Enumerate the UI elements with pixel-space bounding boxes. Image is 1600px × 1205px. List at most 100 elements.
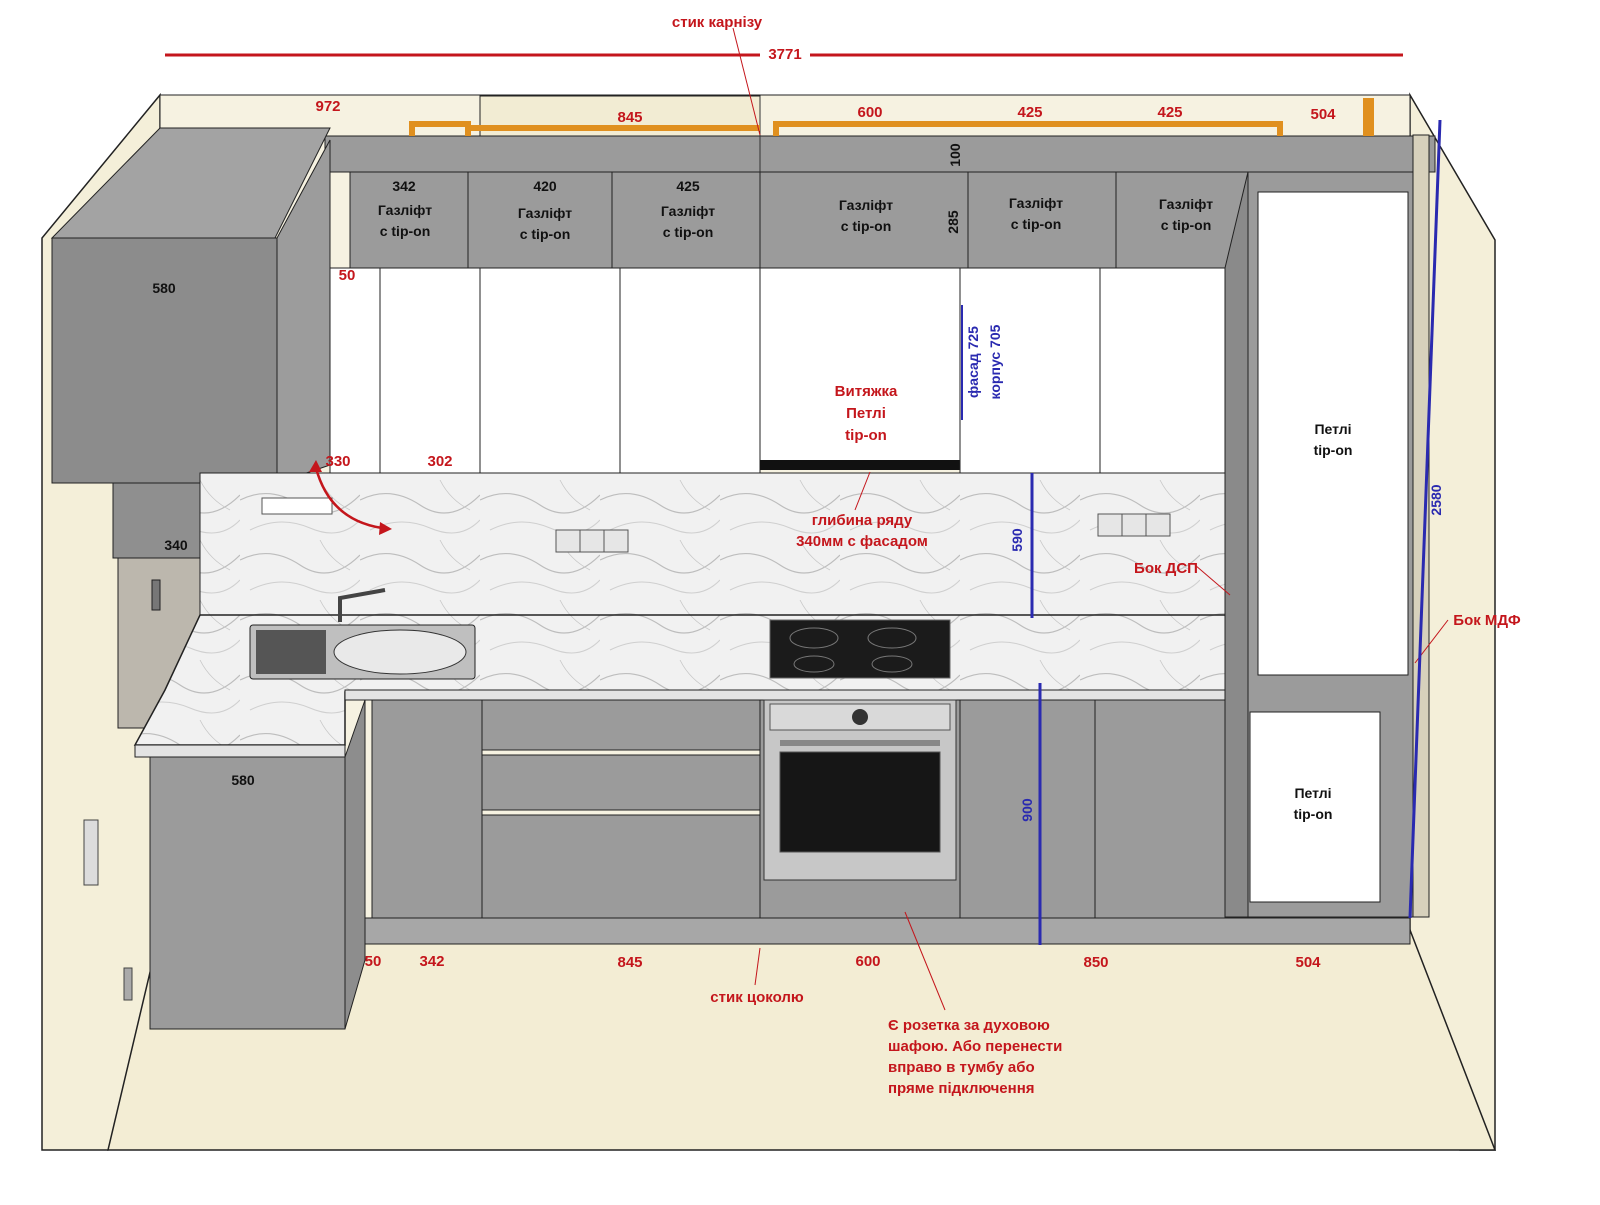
socket[interactable]: [1145, 513, 1171, 537]
socket[interactable]: [1097, 513, 1123, 537]
outlet-note: пряме підключення: [888, 1080, 1035, 1097]
tipon-label: с tip-on: [1011, 216, 1062, 232]
oven-knob[interactable]: [852, 709, 868, 725]
socket[interactable]: [603, 529, 629, 553]
chipboard-pointer: [1194, 564, 1231, 596]
oven-window: [779, 751, 941, 853]
tall-tipon-label: tip-on: [1294, 806, 1333, 822]
burner[interactable]: [871, 655, 913, 673]
cornice-joint-pointer: [732, 27, 761, 136]
swing-arrow: [314, 467, 383, 530]
facade-height-label: фасад 725: [965, 326, 981, 398]
wall-width-label: 600: [857, 104, 882, 121]
bottom-width-label: 600: [855, 953, 880, 970]
wall-width-label: 972: [315, 98, 340, 115]
mdf-side-label: Бок МДФ: [1453, 612, 1521, 629]
mezz-cabinet[interactable]: [349, 171, 469, 269]
plinth: [364, 917, 1411, 945]
wall-switch[interactable]: [123, 967, 133, 1001]
hood-strip: [760, 460, 960, 470]
tall-hinges-label: Петлі: [1314, 421, 1351, 437]
socket-group-right: [1097, 513, 1171, 537]
chipboard-side-label: Бок ДСП: [1134, 560, 1198, 577]
hood-label: Петлі: [846, 405, 886, 422]
oven[interactable]: [763, 699, 957, 881]
plinth-joint-label: стик цоколю: [710, 989, 804, 1006]
socket[interactable]: [1121, 513, 1147, 537]
mezz-cabinet[interactable]: [611, 171, 761, 269]
tall-upper-door[interactable]: [1257, 191, 1409, 676]
base-cabinet[interactable]: [1094, 699, 1236, 919]
cornice-right: [759, 135, 1436, 173]
cooktop[interactable]: [769, 619, 951, 679]
gaslift-label: Газліфт: [1159, 196, 1213, 212]
body-height-label: корпус 705: [987, 324, 1003, 399]
tall-hinges-label: Петлі: [1294, 785, 1331, 801]
corner-base-cabinet[interactable]: [149, 756, 346, 1030]
wall-switch[interactable]: [151, 579, 161, 611]
mezzanine-row: [349, 171, 1265, 269]
corner-base-width: 580: [231, 772, 255, 788]
tall-lower-door[interactable]: [1249, 711, 1381, 903]
gap-label: 50: [339, 267, 356, 284]
depth-note: глибина ряду: [812, 512, 913, 529]
base-cabinet[interactable]: [371, 699, 483, 919]
drawer[interactable]: [481, 814, 761, 919]
drawer[interactable]: [481, 754, 761, 811]
upper-facades: [329, 267, 1249, 474]
upper-facade[interactable]: [619, 267, 761, 474]
gaslift-label: Газліфт: [518, 205, 572, 221]
tipon-label: с tip-on: [841, 218, 892, 234]
mezz-width: 425: [676, 178, 700, 194]
tall-cabinet: [1224, 134, 1430, 918]
socket-group-left: [555, 529, 629, 553]
plinth-joint-pointer: [754, 947, 761, 986]
corner-upper-cabinet: [51, 237, 278, 484]
tipon-label: с tip-on: [1161, 217, 1212, 233]
mezz-width: 420: [533, 178, 557, 194]
wall-width-label: 425: [1017, 104, 1042, 121]
upper-facade[interactable]: [959, 267, 1101, 474]
oven-handle[interactable]: [780, 740, 940, 746]
mezz-cabinet[interactable]: [967, 171, 1117, 269]
bottom-width-label: 850: [1083, 954, 1108, 971]
wall-width-label: 504: [1310, 106, 1336, 123]
gas-pipe: [409, 121, 1283, 136]
cornice-left: [324, 135, 761, 173]
tipon-label: с tip-on: [663, 224, 714, 240]
depth-note: 340мм с фасадом: [796, 533, 928, 550]
gaslift-label: Газліфт: [661, 203, 715, 219]
side-corner-label: 340: [164, 537, 188, 553]
corner-upper-width: 580: [152, 280, 176, 296]
upper-facade[interactable]: [1099, 267, 1249, 474]
gas-riser: [1363, 98, 1374, 136]
hood-label: Витяжка: [835, 383, 898, 400]
hood-label: tip-on: [845, 427, 887, 444]
drawer[interactable]: [481, 699, 761, 751]
upper-facade[interactable]: [379, 267, 481, 474]
tall-tipon-label: tip-on: [1314, 442, 1353, 458]
tall-side: [1224, 171, 1249, 918]
cooktop-surface: [769, 619, 951, 679]
mezz-width: 342: [392, 178, 416, 194]
bottom-width-label: 504: [1295, 954, 1321, 971]
mezz-cabinet[interactable]: [759, 171, 969, 269]
upper-facade[interactable]: [479, 267, 621, 474]
bottom-width-label: 845: [617, 954, 642, 971]
burner[interactable]: [793, 655, 835, 673]
wall-width-label: 845: [617, 109, 642, 126]
arrow-head: [379, 522, 392, 535]
burner[interactable]: [867, 627, 917, 649]
wall-switch[interactable]: [83, 819, 99, 886]
bottom-width-label: 342: [419, 953, 444, 970]
sink[interactable]: [249, 588, 476, 680]
arrow-head: [309, 460, 322, 472]
outlet-note: шафою. Або перенести: [888, 1038, 1062, 1055]
socket[interactable]: [579, 529, 605, 553]
burner[interactable]: [789, 627, 839, 649]
cornice-joint-label: стик карнізу: [672, 14, 763, 31]
socket[interactable]: [555, 529, 581, 553]
open-shelf-label: 330: [325, 453, 350, 470]
faucet[interactable]: [338, 588, 386, 622]
